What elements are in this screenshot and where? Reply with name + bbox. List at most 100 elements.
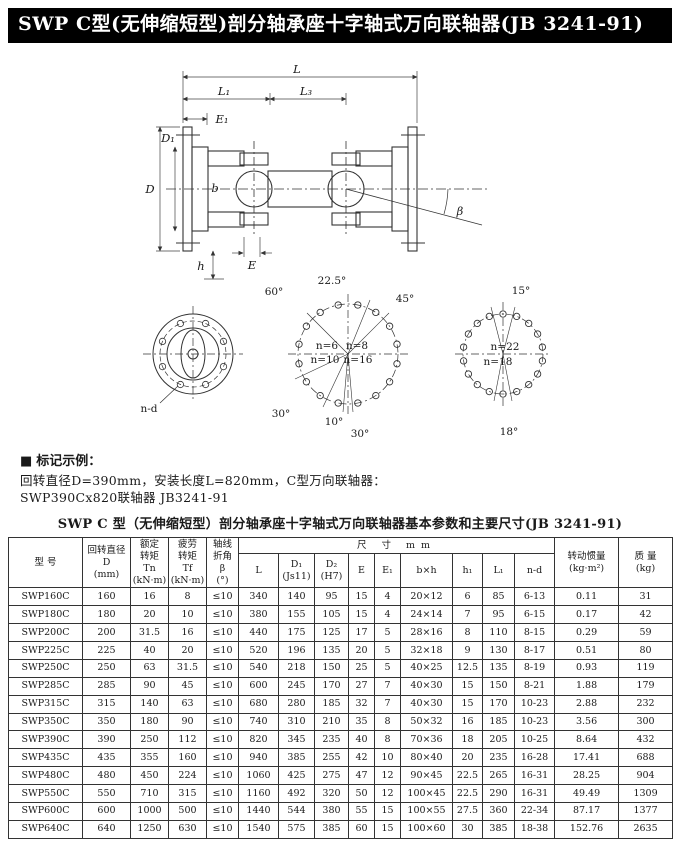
cell-rated-torque-Tn: 450 [130,766,169,786]
cell-mass: 1377 [618,801,674,821]
cell-L1: 130 [482,641,515,660]
cell-bxh: 24×14 [400,605,453,625]
cell-bxh: 20×12 [400,587,453,607]
n6-label: n=6 [316,340,339,352]
cell-L1: 170 [482,694,515,714]
cell-n-d: 6-15 [513,605,556,625]
cell-E: 50 [348,784,375,803]
cell-fatigue-torque-Tf: 500 [168,801,207,821]
cell-E: 27 [348,676,375,696]
cell-D1: 245 [278,676,315,696]
cell-mass: 179 [618,676,674,696]
cell-D2: 135 [314,641,349,660]
cell-model: SWP640C [8,819,83,839]
cell-h1: 22.5 [452,766,483,786]
cell-L1: 205 [482,730,515,750]
cell-mass: 42 [618,605,674,625]
cell-E: 47 [348,766,375,786]
col-n-d: n-d [513,552,556,589]
cell-model: SWP550C [8,784,83,803]
cell-angle-beta: ≤10 [206,819,239,839]
cell-angle-beta: ≤10 [206,676,239,696]
cell-L: 680 [238,694,279,714]
cell-D2: 185 [314,694,349,714]
table-title: SWP C 型（无伸缩短型）剖分轴承座十字轴式万向联轴器基本参数和主要尺寸(JB… [57,516,623,532]
cell-E1: 5 [374,623,401,643]
cell-L: 1540 [238,819,279,839]
cell-L1: 95 [482,605,515,625]
cell-D1: 544 [278,801,315,821]
cell-n-d: 10-25 [513,730,556,750]
flange-face-view [143,305,243,404]
cell-E1: 5 [374,658,401,678]
dim-L3-label: L₃ [299,84,313,98]
cell-rated-torque-Tn: 90 [130,676,169,696]
cell-diameter-D: 250 [82,658,131,678]
cell-bxh: 100×60 [400,819,453,839]
cell-diameter-D: 390 [82,730,131,750]
cell-diameter-D: 600 [82,801,131,821]
cell-inertia: 152.76 [554,819,620,839]
marking-heading: ■标记示例： [20,453,672,471]
cell-h1: 8 [452,623,483,643]
cell-E1: 5 [374,641,401,660]
cell-diameter-D: 350 [82,712,131,732]
cell-rated-torque-Tn: 20 [130,605,169,625]
cell-E: 17 [348,623,375,643]
cell-mass: 1309 [618,784,674,803]
cell-D2: 235 [314,730,349,750]
bolt-holes-ring-2 [459,310,547,398]
cell-L1: 110 [482,623,515,643]
cell-D1: 385 [278,748,315,768]
cell-D1: 575 [278,819,315,839]
cell-diameter-D: 180 [82,605,131,625]
cell-inertia: 2.88 [554,694,620,714]
cell-E: 20 [348,641,375,660]
cell-E: 15 [348,605,375,625]
cell-E: 35 [348,712,375,732]
cell-E1: 12 [374,766,401,786]
cell-fatigue-torque-Tf: 63 [168,694,207,714]
cell-E1: 7 [374,676,401,696]
cell-D1: 155 [278,605,315,625]
cell-fatigue-torque-Tf: 90 [168,712,207,732]
cell-bxh: 100×55 [400,801,453,821]
cell-fatigue-torque-Tf: 16 [168,623,207,643]
cell-model: SWP600C [8,801,83,821]
cell-L1: 185 [482,712,515,732]
cell-L: 940 [238,748,279,768]
cell-fatigue-torque-Tf: 8 [168,587,207,607]
cell-angle-beta: ≤10 [206,694,239,714]
cell-bxh: 32×18 [400,641,453,660]
cell-E1: 7 [374,694,401,714]
cell-E: 15 [348,587,375,607]
cell-n-d: 16-31 [513,784,556,803]
cell-mass: 2635 [618,819,674,839]
cell-mass: 119 [618,658,674,678]
cell-inertia: 8.64 [554,730,620,750]
cell-inertia: 1.88 [554,676,620,696]
cell-bxh: 70×36 [400,730,453,750]
cell-D1: 175 [278,623,315,643]
cell-h1: 18 [452,730,483,750]
cell-L: 340 [238,587,279,607]
cell-L: 820 [238,730,279,750]
cell-D1: 280 [278,694,315,714]
drawing-labels: L L₁ L₃ E₁ D D₁ b h E β n-d 22.5° 60° 45… [140,62,530,440]
cell-rated-torque-Tn: 710 [130,784,169,803]
cell-rated-torque-Tn: 1000 [130,801,169,821]
cell-n-d: 22-34 [513,801,556,821]
cell-model: SWP390C [8,730,83,750]
angle-60-label: 60° [265,286,284,298]
marking-line-2: SWP390Cx820联轴器 JB3241-91 [20,490,229,506]
marking-line-1: 回转直径D=390mm，安装长度L=820mm，C型万向联轴器： [20,472,387,488]
cell-n-d: 8-15 [513,623,556,643]
cell-diameter-D: 315 [82,694,131,714]
cell-n-d: 16-31 [513,766,556,786]
cell-model: SWP180C [8,605,83,625]
